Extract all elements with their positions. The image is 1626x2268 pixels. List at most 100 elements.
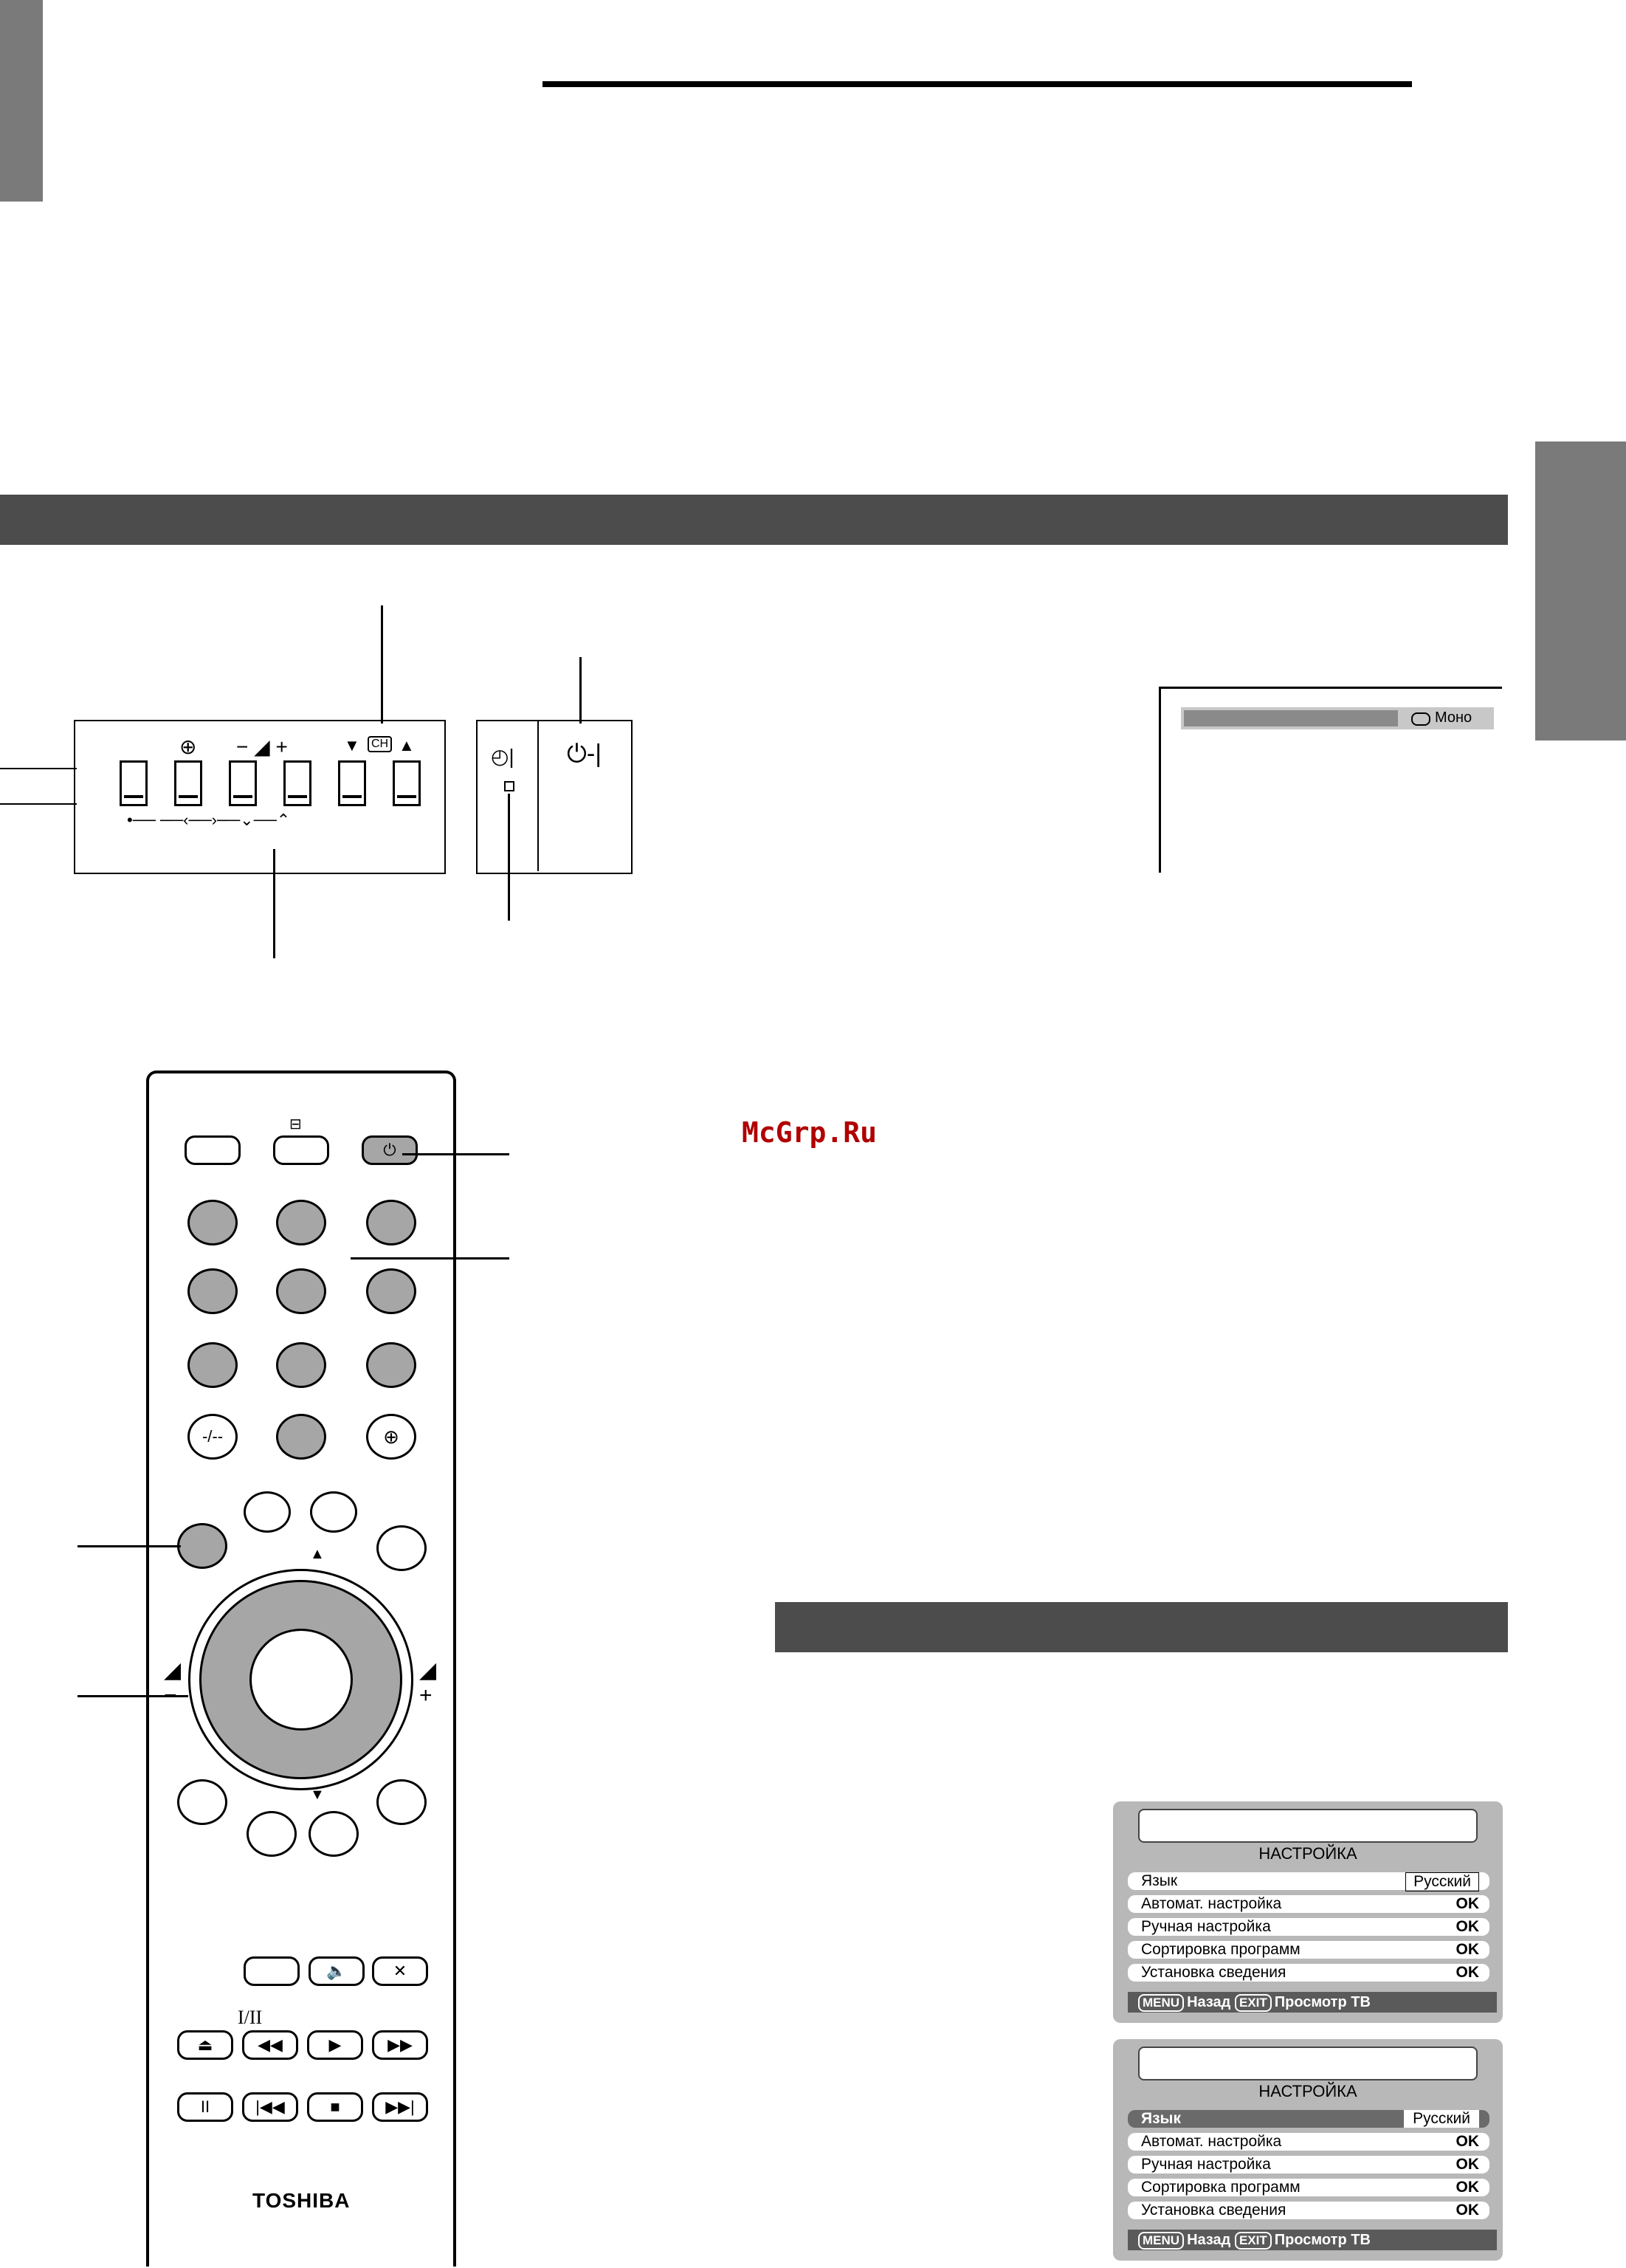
remote-previous-button[interactable]: |◀◀ <box>242 2092 298 2122</box>
tv-power-panel <box>476 720 633 874</box>
remote-pause-button[interactable]: II <box>177 2092 233 2122</box>
remote-button-6[interactable] <box>366 1268 416 1314</box>
remote-button-blank-2[interactable] <box>244 1956 300 1986</box>
panel-button-5[interactable] <box>338 760 366 806</box>
section-bar-main <box>0 495 1508 545</box>
eject-icon: ⏏ <box>197 2035 213 2054</box>
rewind-icon: ◀◀ <box>258 2035 283 2054</box>
osd-mono-bar: Моно <box>1181 707 1494 729</box>
remote-play-button[interactable]: ▶ <box>307 2030 363 2060</box>
remote-picture-mode-button[interactable] <box>244 1491 291 1533</box>
forward-icon: ▶▶ <box>387 2035 413 2054</box>
callout-led <box>508 794 510 921</box>
standby-led <box>504 781 514 791</box>
remote-button-4[interactable] <box>187 1268 238 1314</box>
remote-digit-entry-button[interactable]: -/-- <box>187 1414 238 1460</box>
osd-signal-bar <box>1184 710 1398 726</box>
callout-remote-power <box>402 1153 509 1155</box>
channel-down-icon: ▼ <box>344 736 360 755</box>
remote-button-teletext[interactable] <box>273 1135 329 1165</box>
menu-2-title: НАСТРОЙКА <box>1258 2082 1357 2100</box>
dpad-outer-ring <box>188 1569 413 1790</box>
remote-button-7[interactable] <box>187 1342 238 1388</box>
speaker-icon: 🔈 <box>326 1962 347 1980</box>
callout-buttons <box>273 849 275 958</box>
next-icon: ▶▶| <box>385 2097 415 2116</box>
power-icon-remote: ⏻ <box>383 1141 396 1159</box>
remote-mute-button[interactable]: ✕ <box>372 1956 428 1986</box>
remote-input-button[interactable]: ⊕ <box>366 1414 416 1460</box>
remote-forward-button[interactable]: ▶▶ <box>372 2030 428 2060</box>
remote-next-button[interactable]: ▶▶| <box>372 2092 428 2122</box>
remote-sound-mode-button[interactable] <box>310 1491 357 1533</box>
volume-minus-icon: ◢− <box>164 1658 182 1708</box>
remote-menu-button[interactable] <box>177 1523 227 1569</box>
callout-power <box>579 657 582 724</box>
panel-button-legend: •── ──‹──›──⌄──⌃ <box>127 811 291 829</box>
panel-button-3[interactable] <box>229 760 257 806</box>
top-rule <box>542 81 1412 87</box>
remote-stop-button[interactable]: ■ <box>307 2092 363 2122</box>
mono-icon <box>1411 712 1430 726</box>
remote-button-blank[interactable] <box>185 1135 241 1165</box>
osd-mono-label: Моно <box>1435 709 1472 726</box>
power-icon: ⏻-| <box>567 740 602 768</box>
remote-exit-button[interactable] <box>376 1525 427 1571</box>
volume-icon: − ◢ + <box>236 735 288 758</box>
remote-teletext-right-button[interactable] <box>376 1779 427 1825</box>
remote-button-1[interactable] <box>187 1200 238 1245</box>
remote-button-8[interactable] <box>276 1342 326 1388</box>
osd-frame <box>1159 687 1161 873</box>
volume-plus-icon: ◢+ <box>419 1658 437 1708</box>
dpad-ok-button[interactable] <box>249 1629 353 1731</box>
teletext-icon: ⊟ <box>289 1116 302 1133</box>
stop-icon: ■ <box>330 2097 340 2116</box>
timer-icon: ◴| <box>491 745 514 768</box>
remote-button-0[interactable] <box>276 1414 326 1460</box>
remote-button-9[interactable] <box>366 1342 416 1388</box>
remote-rewind-button[interactable]: ◀◀ <box>242 2030 298 2060</box>
panel-button-6[interactable] <box>393 760 421 806</box>
remote-eject-button[interactable]: ⏏ <box>177 2030 233 2060</box>
menu-1-icon-bar <box>1138 1809 1478 1843</box>
remote-button-2[interactable] <box>276 1200 326 1245</box>
callout-remote-dpad <box>77 1695 188 1697</box>
remote-teletext-left-button[interactable] <box>177 1779 227 1825</box>
panel-button-1[interactable] <box>120 760 148 806</box>
remote-button-5[interactable] <box>276 1268 326 1314</box>
menu-1-title: НАСТРОЙКА <box>1258 1844 1357 1863</box>
callout-left-1 <box>0 768 77 769</box>
mute-icon: ✕ <box>393 1962 407 1980</box>
remote-button-3[interactable] <box>366 1200 416 1245</box>
remote-brand-logo: TOSHIBA <box>252 2189 351 2212</box>
channel-up-icon: ▲ <box>399 736 415 755</box>
panel-divider <box>537 721 539 871</box>
down-arrow-icon: ▼ <box>310 1787 325 1803</box>
sound-mode-label: I/II <box>238 2007 263 2028</box>
callout-left-2 <box>0 803 77 805</box>
menu-2-icon-bar <box>1138 2047 1478 2080</box>
digit-entry-label: -/-- <box>201 1427 224 1446</box>
panel-button-4[interactable] <box>283 760 311 806</box>
panel-button-2[interactable] <box>174 760 202 806</box>
input-icon-remote: ⊕ <box>383 1425 399 1448</box>
remote-power-button[interactable]: ⏻ <box>362 1135 418 1165</box>
remote-sound-button[interactable]: 🔈 <box>309 1956 365 1986</box>
remote-teletext-hold-button[interactable] <box>309 1811 359 1857</box>
callout-remote-digits <box>351 1257 509 1260</box>
remote-teletext-reveal-button[interactable] <box>247 1811 297 1857</box>
right-grey-tab <box>1535 441 1626 740</box>
